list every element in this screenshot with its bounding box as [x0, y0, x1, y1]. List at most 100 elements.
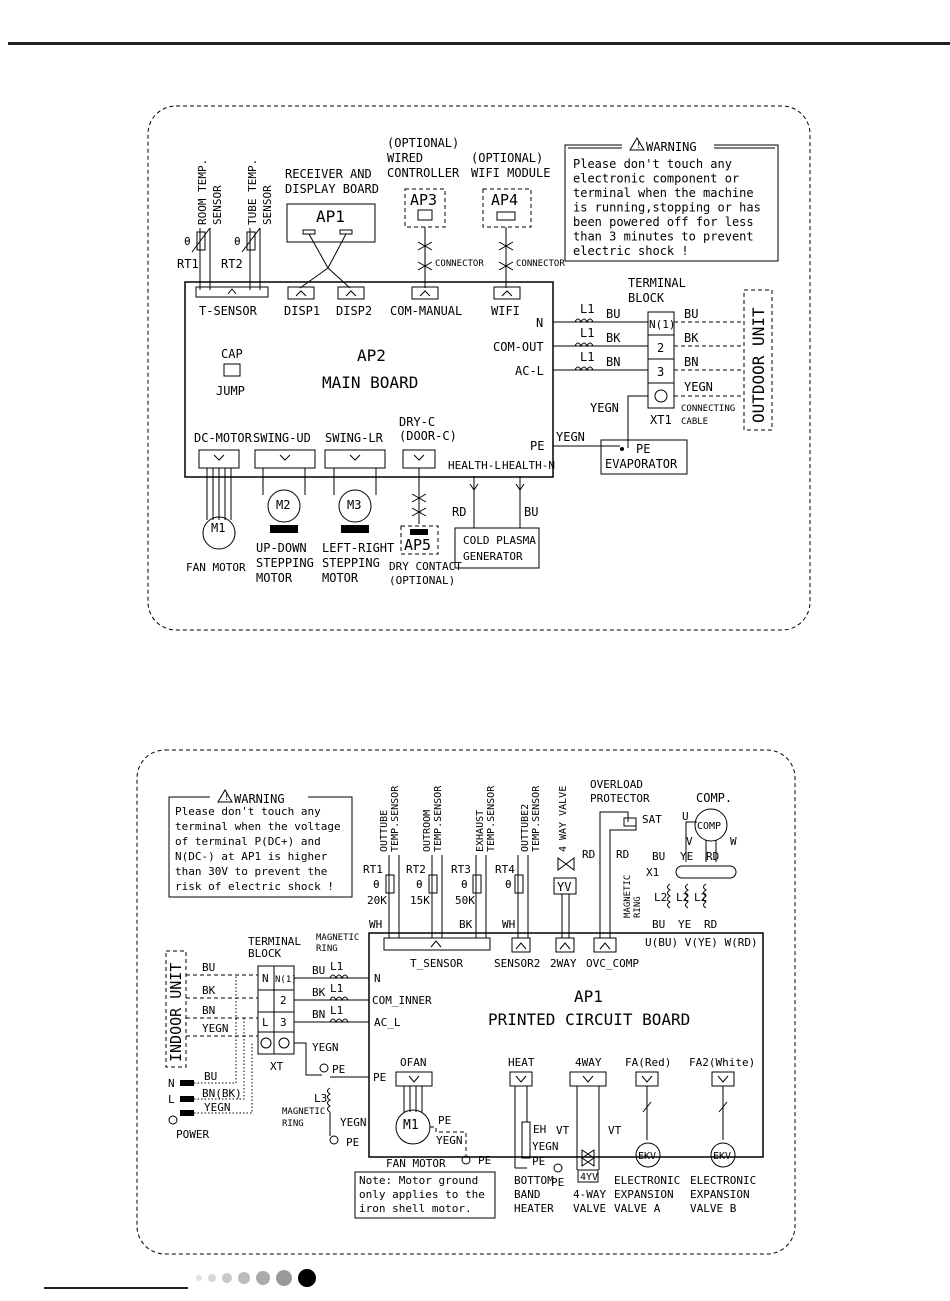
- footer-rule: [44, 1287, 188, 1289]
- port-dry-c: DRY-C(DOOR-C): [399, 415, 457, 443]
- tube-sensor-label: TUBE TEMP.SENSOR: [246, 159, 274, 225]
- thermistor-rt2: θ RT2: [221, 227, 261, 290]
- indoor-ground-wiring: YEGN YEGN EVAPORATOR PE: [553, 395, 688, 475]
- ap1-display-board: AP1: [286, 203, 376, 289]
- thermistor-rt1: θ RT1: [177, 227, 211, 290]
- svg-text:MAGNETICRING: MAGNETICRING: [623, 875, 643, 918]
- svg-text:V: V: [686, 835, 693, 848]
- svg-text:BK: BK: [459, 918, 473, 931]
- main-board-label: MAIN BOARD: [322, 373, 418, 392]
- svg-text:PE: PE: [636, 442, 650, 456]
- svg-text:YEGN: YEGN: [532, 1140, 559, 1153]
- ap5-dry-contact: AP5 DRY CONTACT(OPTIONAL): [389, 493, 462, 587]
- svg-text:XT: XT: [270, 1060, 284, 1073]
- svg-text:M3: M3: [347, 498, 361, 512]
- svg-text:BU: BU: [312, 964, 325, 977]
- port-wifi: WIFI: [491, 304, 520, 318]
- svg-text:M1: M1: [403, 1118, 419, 1133]
- svg-text:RT2: RT2: [221, 257, 243, 271]
- svg-text:BK: BK: [684, 331, 699, 345]
- pcb-label: PRINTED CIRCUIT BOARD: [488, 1010, 690, 1029]
- outdoor-indoor-wires: BU BK BN YEGN BU BK BN L1 L1 L1 N COM_IN…: [186, 960, 432, 1037]
- port-2way: 2WAY: [550, 957, 577, 970]
- page-dot[interactable]: [256, 1271, 270, 1285]
- pin-n: N: [536, 316, 543, 330]
- svg-text:BU: BU: [202, 961, 215, 974]
- svg-text:θ: θ: [461, 878, 468, 891]
- ap4-wifi-module: AP4 CONNECTOR: [482, 188, 565, 288]
- svg-text:COM_INNER: COM_INNER: [372, 994, 432, 1007]
- svg-text:3: 3: [657, 365, 664, 379]
- svg-text:CONNECTOR: CONNECTOR: [516, 259, 565, 269]
- page-dot[interactable]: [298, 1269, 316, 1287]
- ap3-wired-controller: AP3 CONNECTOR: [404, 188, 484, 288]
- svg-text:RD: RD: [582, 848, 595, 861]
- page-dot[interactable]: [208, 1274, 216, 1282]
- svg-text:YEGN: YEGN: [556, 430, 585, 444]
- port-t-sensor-outdoor: T_SENSOR: [410, 957, 463, 970]
- page-dot[interactable]: [276, 1270, 292, 1286]
- jump-label: JUMP: [216, 384, 245, 398]
- port-t-sensor: T-SENSOR: [199, 304, 258, 318]
- svg-text:EKV: EKV: [638, 1151, 656, 1162]
- svg-text:L1: L1: [330, 1004, 343, 1017]
- svg-text:RT3: RT3: [451, 863, 471, 876]
- svg-text:BK: BK: [202, 984, 216, 997]
- port-swing-lr: SWING-LR: [325, 431, 384, 445]
- svg-text:M2: M2: [276, 498, 290, 512]
- svg-text:RD: RD: [452, 505, 466, 519]
- svg-text:YEGN: YEGN: [202, 1022, 229, 1035]
- svg-text:BN: BN: [202, 1004, 215, 1017]
- svg-text:PE: PE: [373, 1071, 386, 1084]
- port-com-manual: COM-MANUAL: [390, 304, 462, 318]
- room-sensor-label: ROOM TEMP.SENSOR: [196, 159, 224, 225]
- jump-connector: [223, 363, 241, 377]
- ap2-label: AP2: [357, 346, 386, 365]
- xt-terminal-block: N N(1) 2 L 3 XT: [257, 965, 297, 1073]
- svg-text:AC_L: AC_L: [374, 1016, 401, 1029]
- outtube2-sensor-label: OUTTUBE2TEMP.SENSOR: [520, 785, 542, 852]
- pin-ac-l: AC-L: [515, 364, 544, 378]
- svg-text:L2: L2: [676, 891, 689, 904]
- page-dot[interactable]: [222, 1273, 232, 1283]
- svg-text:!: !: [224, 793, 229, 803]
- svg-text:BU: BU: [652, 918, 665, 931]
- svg-text:θ: θ: [373, 878, 380, 891]
- outdoor-top-ports: [383, 937, 617, 953]
- svg-text:YEGN: YEGN: [340, 1116, 367, 1129]
- svg-text:U(BU) V(YE) W(RD): U(BU) V(YE) W(RD): [645, 936, 758, 949]
- svg-text:BU: BU: [204, 1070, 217, 1083]
- svg-text:L1: L1: [330, 982, 343, 995]
- port-fa2-white: FA2(White): [689, 1056, 755, 1069]
- port-fa-red: FA(Red): [625, 1056, 671, 1069]
- page-dot[interactable]: [196, 1275, 202, 1281]
- svg-text:DRY CONTACT(OPTIONAL): DRY CONTACT(OPTIONAL): [389, 560, 462, 587]
- port-swing-ud: SWING-UD: [253, 431, 311, 445]
- outdoor-ap1-label: AP1: [574, 987, 603, 1006]
- svg-text:RT4: RT4: [495, 863, 515, 876]
- svg-text:WARNING: WARNING: [646, 140, 697, 154]
- svg-text:2: 2: [657, 341, 664, 355]
- svg-text:W: W: [730, 835, 737, 848]
- port-disp2: DISP2: [336, 304, 372, 318]
- svg-text:EKV: EKV: [713, 1151, 731, 1162]
- svg-text:YEGN: YEGN: [590, 401, 619, 415]
- svg-text:N(1): N(1): [649, 318, 676, 331]
- svg-text:YEGN: YEGN: [684, 380, 713, 394]
- svg-text:L1: L1: [330, 960, 343, 973]
- svg-text:RT1: RT1: [177, 257, 199, 271]
- page-dot[interactable]: [238, 1272, 250, 1284]
